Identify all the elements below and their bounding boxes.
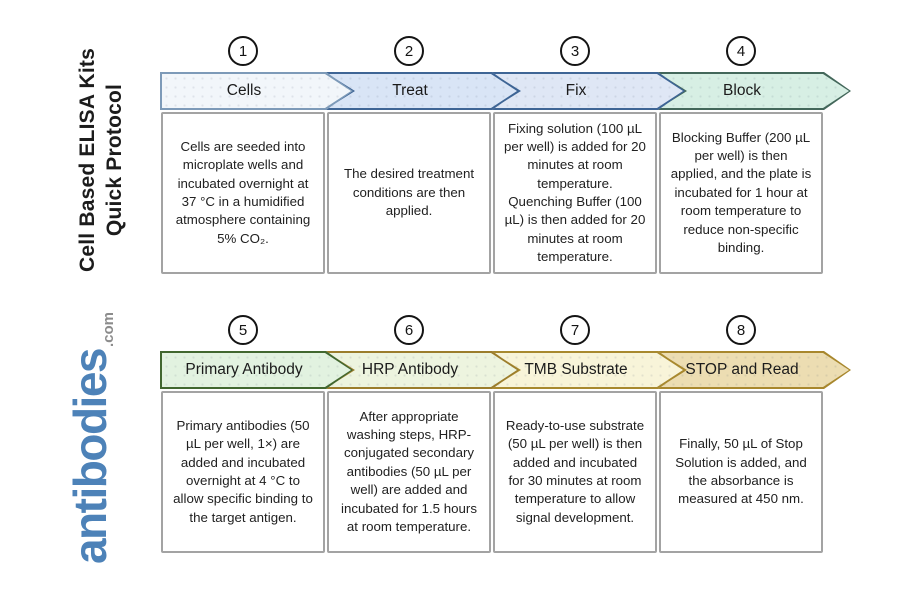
step-6: 6 HRP Antibody After appropriate washing…	[326, 315, 492, 553]
step-7-label: TMB Substrate	[524, 361, 628, 378]
step-4-number-badge: 4	[726, 36, 756, 66]
step-3-label: Fix	[565, 82, 587, 99]
brand-logo: antibodies .com	[64, 311, 117, 565]
step-6-chevron-fill: HRP Antibody	[328, 353, 517, 387]
brand-logo-text: antibodies	[64, 348, 116, 565]
step-5-chevron-fill: Primary Antibody	[162, 353, 351, 387]
step-4-label: Block	[723, 82, 761, 99]
step-2: 2 Treat The desired treatment conditions…	[326, 36, 492, 274]
page-title-line1: Cell Based ELISA Kits	[76, 48, 100, 272]
step-5-number: 5	[238, 321, 248, 339]
step-1-number: 1	[238, 42, 248, 60]
step-4-number: 4	[736, 42, 746, 60]
step-6-description: After appropriate washing steps, HRP-con…	[340, 408, 477, 534]
step-8-number: 8	[736, 321, 746, 339]
step-5-chevron: Primary Antibody	[160, 351, 353, 389]
step-6-number-badge: 6	[394, 315, 424, 345]
step-3-number: 3	[570, 42, 580, 60]
step-2-number-badge: 2	[394, 36, 424, 66]
step-4-chevron-border: Block	[658, 72, 851, 110]
step-5-number-badge: 5	[228, 315, 258, 345]
step-3-chevron: Fix	[492, 72, 685, 110]
step-5-description: Primary antibodies (50 µL per well, 1×) …	[173, 417, 313, 525]
step-3-number-badge: 3	[560, 36, 590, 66]
step-1-description-box: Cells are seeded into microplate wells a…	[161, 112, 325, 274]
step-8-description: Finally, 50 µL of Stop Solution is added…	[675, 436, 807, 507]
step-7-chevron-border: TMB Substrate	[492, 351, 685, 389]
step-4: 4 Block Blocking Buffer (200 µL per well…	[658, 36, 824, 274]
page-title: Cell Based ELISA Kits Quick Protocol	[75, 10, 129, 310]
step-8-label: STOP and Read	[685, 361, 799, 378]
step-5-label: Primary Antibody	[185, 361, 303, 378]
step-4-description-box: Blocking Buffer (200 µL per well) is the…	[659, 112, 823, 274]
step-8-description-box: Finally, 50 µL of Stop Solution is added…	[659, 391, 823, 553]
step-3: 3 Fix Fixing solution (100 µL per well) …	[492, 36, 658, 274]
page-title-line2: Quick Protocol	[103, 83, 126, 237]
step-7-description: Ready-to-use substrate (50 µL per well) …	[505, 417, 645, 525]
step-4-chevron-fill: Block	[660, 74, 849, 108]
step-2-description-box: The desired treatment conditions are the…	[327, 112, 491, 274]
step-6-number: 6	[404, 321, 414, 339]
step-8-chevron-fill: STOP and Read	[660, 353, 849, 387]
step-7-number-badge: 7	[560, 315, 590, 345]
step-4-chevron: Block	[658, 72, 851, 110]
step-6-chevron: HRP Antibody	[326, 351, 519, 389]
step-3-description: Fixing solution (100 µL per well) is add…	[504, 120, 646, 265]
step-7-description-box: Ready-to-use substrate (50 µL per well) …	[493, 391, 657, 553]
brand-logo-suffix: .com	[100, 311, 117, 347]
step-7-number: 7	[570, 321, 580, 339]
step-3-chevron-border: Fix	[492, 72, 685, 110]
step-2-chevron: Treat	[326, 72, 519, 110]
protocol-flow: 1 Cells Cells are seeded into microplate…	[160, 36, 860, 553]
step-2-chevron-border: Treat	[326, 72, 519, 110]
step-1-chevron: Cells	[160, 72, 353, 110]
step-8-number-badge: 8	[726, 315, 756, 345]
step-2-number: 2	[404, 42, 414, 60]
step-7: 7 TMB Substrate Ready-to-use substrate (…	[492, 315, 658, 553]
step-6-chevron-border: HRP Antibody	[326, 351, 519, 389]
step-2-chevron-fill: Treat	[328, 74, 517, 108]
protocol-row-1: 1 Cells Cells are seeded into microplate…	[160, 36, 860, 274]
step-5-description-box: Primary antibodies (50 µL per well, 1×) …	[161, 391, 325, 553]
step-7-chevron: TMB Substrate	[492, 351, 685, 389]
step-7-chevron-fill: TMB Substrate	[494, 353, 683, 387]
step-5: 5 Primary Antibody Primary antibodies (5…	[160, 315, 326, 553]
step-8: 8 STOP and Read Finally, 50 µL of Stop S…	[658, 315, 824, 553]
step-1-chevron-border: Cells	[160, 72, 353, 110]
step-6-label: HRP Antibody	[361, 361, 459, 378]
step-1-description: Cells are seeded into microplate wells a…	[175, 138, 311, 246]
step-3-description-box: Fixing solution (100 µL per well) is add…	[493, 112, 657, 274]
step-4-description: Blocking Buffer (200 µL per well) is the…	[670, 129, 812, 255]
step-8-chevron-border: STOP and Read	[658, 351, 851, 389]
step-1-chevron-fill: Cells	[162, 74, 351, 108]
step-5-chevron-border: Primary Antibody	[160, 351, 353, 389]
step-6-description-box: After appropriate washing steps, HRP-con…	[327, 391, 491, 553]
step-3-chevron-fill: Fix	[494, 74, 683, 108]
step-2-label: Treat	[392, 82, 428, 99]
step-2-description: The desired treatment conditions are the…	[343, 166, 475, 219]
step-8-chevron: STOP and Read	[658, 351, 851, 389]
step-1-number-badge: 1	[228, 36, 258, 66]
protocol-row-2: 5 Primary Antibody Primary antibodies (5…	[160, 315, 860, 553]
step-1: 1 Cells Cells are seeded into microplate…	[160, 36, 326, 274]
step-1-label: Cells	[226, 82, 262, 99]
